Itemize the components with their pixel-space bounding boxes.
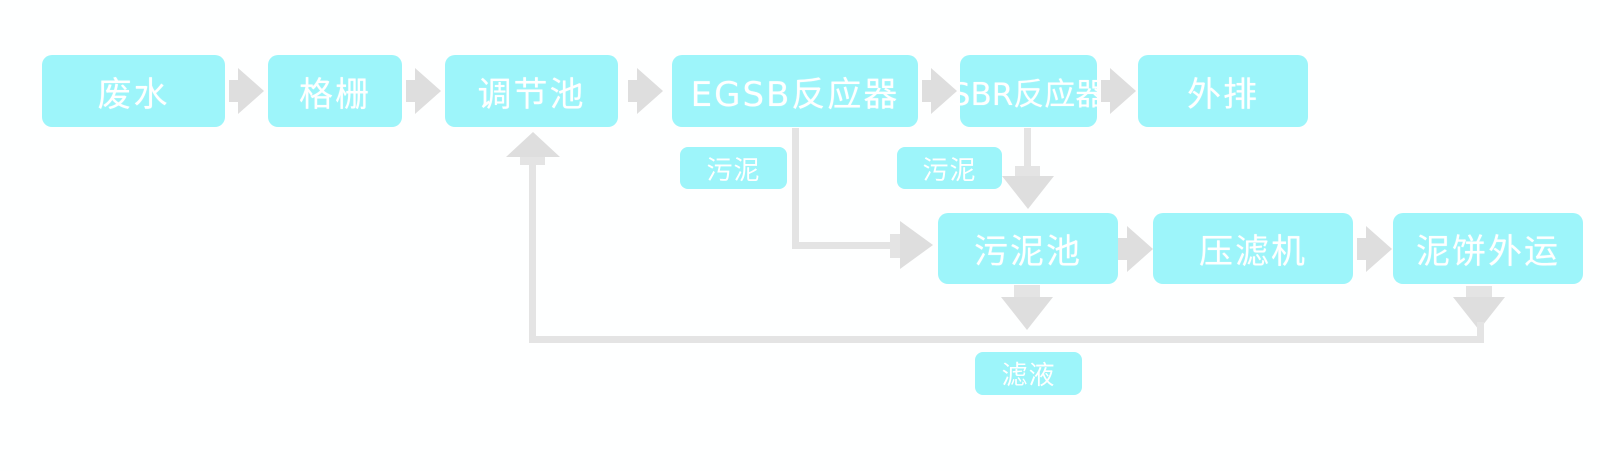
connector-sbr-drop — [1024, 128, 1031, 170]
connector-mudcake-riser — [1477, 322, 1484, 343]
arrow-head-icon — [637, 68, 663, 114]
connector-sbr-arrow-stub — [1015, 166, 1040, 178]
arrow-egsb-to-sbr — [922, 68, 957, 114]
arrow-head-icon — [931, 68, 957, 114]
connector-mudcake-down-stub — [1466, 286, 1492, 299]
connector-egsb-arrow-stub — [890, 234, 900, 258]
arrow-wastewater-to-barscreen — [229, 68, 264, 114]
arrow-stub — [628, 80, 637, 102]
arrow-head-sbr-to-sludgetank-icon — [1002, 176, 1054, 209]
connector-egsb-drop — [792, 128, 799, 249]
arrow-stub — [922, 80, 931, 102]
arrow-head-icon — [238, 68, 264, 114]
tag-sludge-sbr: 污泥 — [897, 147, 1002, 189]
arrow-stub — [1357, 238, 1366, 260]
arrow-head-sludgetank-down-icon — [1001, 297, 1053, 330]
node-sbr-reactor: SBR反应器 — [951, 55, 1106, 127]
arrow-head-icon — [1110, 68, 1136, 114]
arrow-stub — [229, 80, 238, 102]
arrow-head-filtrate-to-regulatingtank-icon — [506, 132, 560, 157]
arrow-stub — [1118, 238, 1127, 260]
arrow-sludgetank-to-filterpress — [1118, 226, 1153, 272]
node-egsb-reactor: EGSB反应器 — [672, 55, 918, 127]
arrow-sbr-to-discharge — [1101, 68, 1136, 114]
connector-filtrate-return-horizontal — [529, 336, 1484, 343]
tag-sludge-egsb: 污泥 — [680, 147, 787, 189]
tag-filtrate: 滤液 — [975, 352, 1082, 395]
connector-egsb-run — [792, 242, 890, 249]
arrow-head-icon — [1366, 226, 1392, 272]
arrow-stub — [1101, 80, 1110, 102]
arrow-regulatingtank-to-egsb — [628, 68, 663, 114]
arrow-head-icon — [1127, 226, 1153, 272]
node-sludge-tank: 污泥池 — [938, 213, 1118, 284]
node-filter-press: 压滤机 — [1153, 213, 1353, 284]
arrow-head-egsb-to-sludgetank-icon — [900, 221, 933, 269]
node-wastewater: 废水 — [42, 55, 225, 127]
connector-filtrate-return-vertical — [529, 160, 536, 343]
arrow-filterpress-to-mudcake — [1357, 226, 1392, 272]
connector-sludgetank-down-stub — [1014, 285, 1040, 299]
node-bar-screen: 格栅 — [268, 55, 402, 127]
arrow-stub — [406, 80, 415, 102]
arrow-barscreen-to-regulatingtank — [406, 68, 441, 114]
node-regulating-tank: 调节池 — [445, 55, 618, 127]
node-discharge: 外排 — [1138, 55, 1308, 127]
arrow-head-icon — [415, 68, 441, 114]
node-mudcake-transport: 泥饼外运 — [1393, 213, 1583, 284]
